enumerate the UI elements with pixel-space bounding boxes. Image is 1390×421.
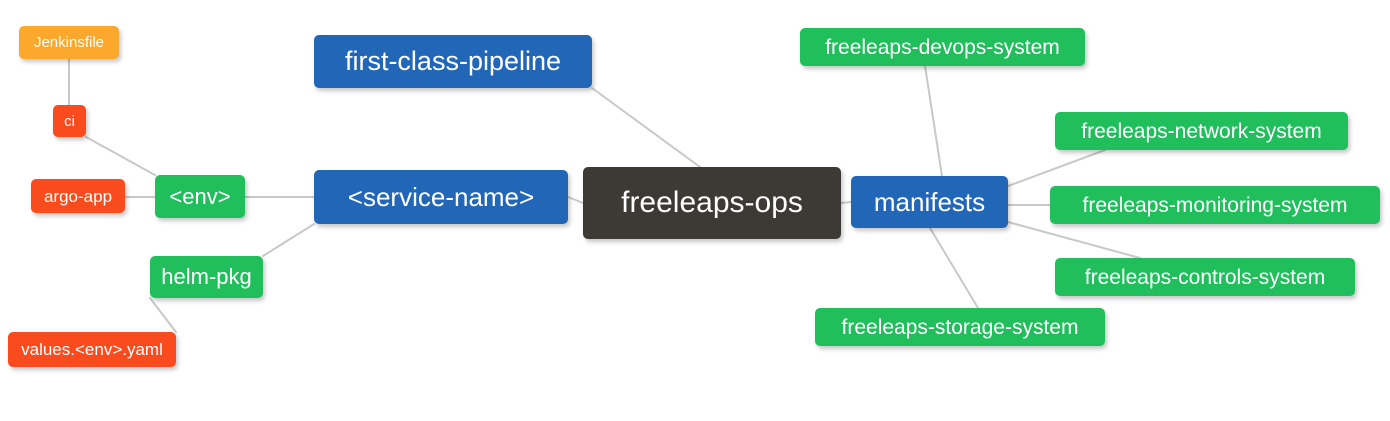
node-label: argo-app	[43, 186, 113, 206]
node-freeleaps-storage-system[interactable]: freeleaps-storage-system	[815, 308, 1105, 346]
node-freeleaps-devops-system[interactable]: freeleaps-devops-system	[800, 28, 1085, 66]
node-env[interactable]: <env>	[155, 175, 245, 218]
node-label: helm-pkg	[161, 264, 252, 289]
node-label: manifests	[873, 187, 986, 217]
node-label: ci	[64, 112, 75, 130]
node-label: freeleaps-controls-system	[1084, 265, 1326, 289]
node-label: freeleaps-ops	[621, 186, 803, 219]
node-root-freeleaps-ops[interactable]: freeleaps-ops	[583, 167, 841, 239]
edge-service_name-to-helm_pkg	[262, 223, 315, 257]
edge-root-to-manifests	[840, 201, 852, 204]
node-label: freeleaps-network-system	[1081, 119, 1322, 143]
edge-manifests-to-devops_system	[924, 65, 943, 177]
node-label: freeleaps-storage-system	[841, 315, 1079, 339]
node-label: <env>	[169, 183, 231, 209]
node-label: <service-name>	[347, 182, 535, 212]
edge-manifests-to-storage_system	[929, 227, 979, 309]
node-jenkinsfile[interactable]: Jenkinsfile	[19, 26, 119, 59]
node-first-class-pipeline[interactable]: first-class-pipeline	[314, 35, 592, 88]
edge-root-to-service_name	[567, 196, 584, 204]
node-argo-app[interactable]: argo-app	[31, 179, 125, 213]
node-helm-pkg[interactable]: helm-pkg	[150, 256, 263, 298]
node-label: first-class-pipeline	[344, 46, 562, 76]
edge-helm_pkg-to-values_yaml	[149, 297, 177, 333]
node-freeleaps-monitoring-system[interactable]: freeleaps-monitoring-system	[1050, 186, 1380, 224]
node-values-yaml[interactable]: values.<env>.yaml	[8, 332, 176, 367]
node-manifests[interactable]: manifests	[851, 176, 1008, 228]
node-label: values.<env>.yaml	[21, 340, 163, 359]
edge-manifests-to-network_system	[1007, 149, 1106, 187]
node-label: Jenkinsfile	[33, 34, 105, 51]
node-freeleaps-controls-system[interactable]: freeleaps-controls-system	[1055, 258, 1355, 296]
node-service-name[interactable]: <service-name>	[314, 170, 568, 224]
node-ci[interactable]: ci	[53, 105, 86, 137]
edge-env-to-ci	[85, 136, 156, 176]
node-label: freeleaps-monitoring-system	[1082, 193, 1348, 217]
node-label: freeleaps-devops-system	[825, 35, 1060, 59]
edge-root-to-first_class_pipeline	[591, 87, 701, 168]
node-freeleaps-network-system[interactable]: freeleaps-network-system	[1055, 112, 1348, 150]
edge-manifests-to-controls_system	[1007, 221, 1141, 259]
